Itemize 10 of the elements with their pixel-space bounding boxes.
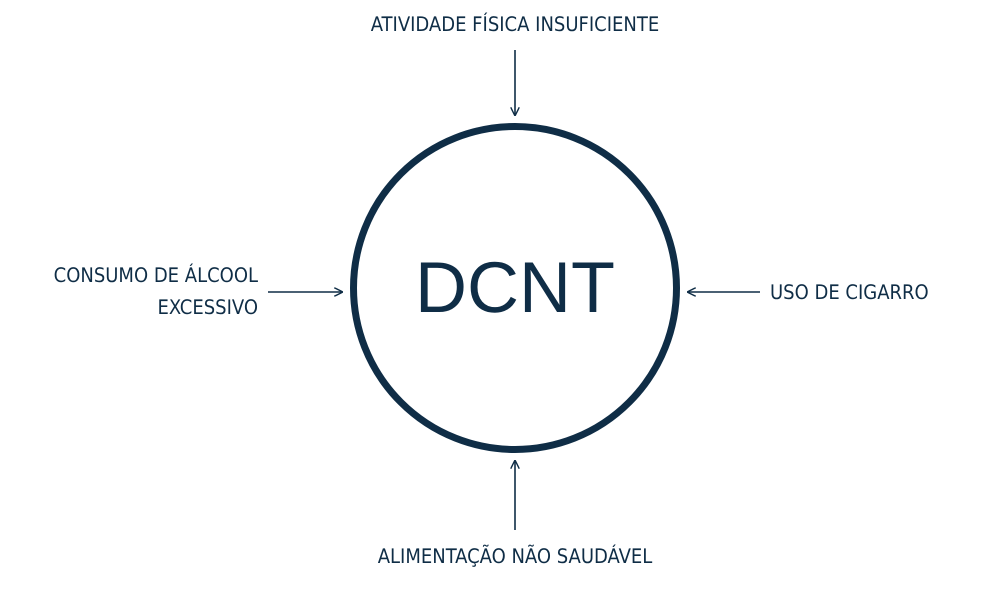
circle-node bbox=[350, 123, 680, 453]
factor-label: USO DE CIGARRO bbox=[770, 276, 982, 308]
arrow bbox=[510, 50, 520, 117]
factor-label: CONSUMO DE ÁLCOOL EXCESSIVO bbox=[40, 259, 258, 323]
factor-label: ATIVIDADE FÍSICA INSUFICIENTE bbox=[300, 8, 730, 40]
factor-label: ALIMENTAÇÃO NÃO SAUDÁVEL bbox=[300, 540, 730, 572]
arrow bbox=[510, 459, 520, 530]
node-label: DCNT bbox=[415, 247, 615, 329]
arrow bbox=[268, 286, 344, 298]
arrow bbox=[686, 286, 760, 298]
